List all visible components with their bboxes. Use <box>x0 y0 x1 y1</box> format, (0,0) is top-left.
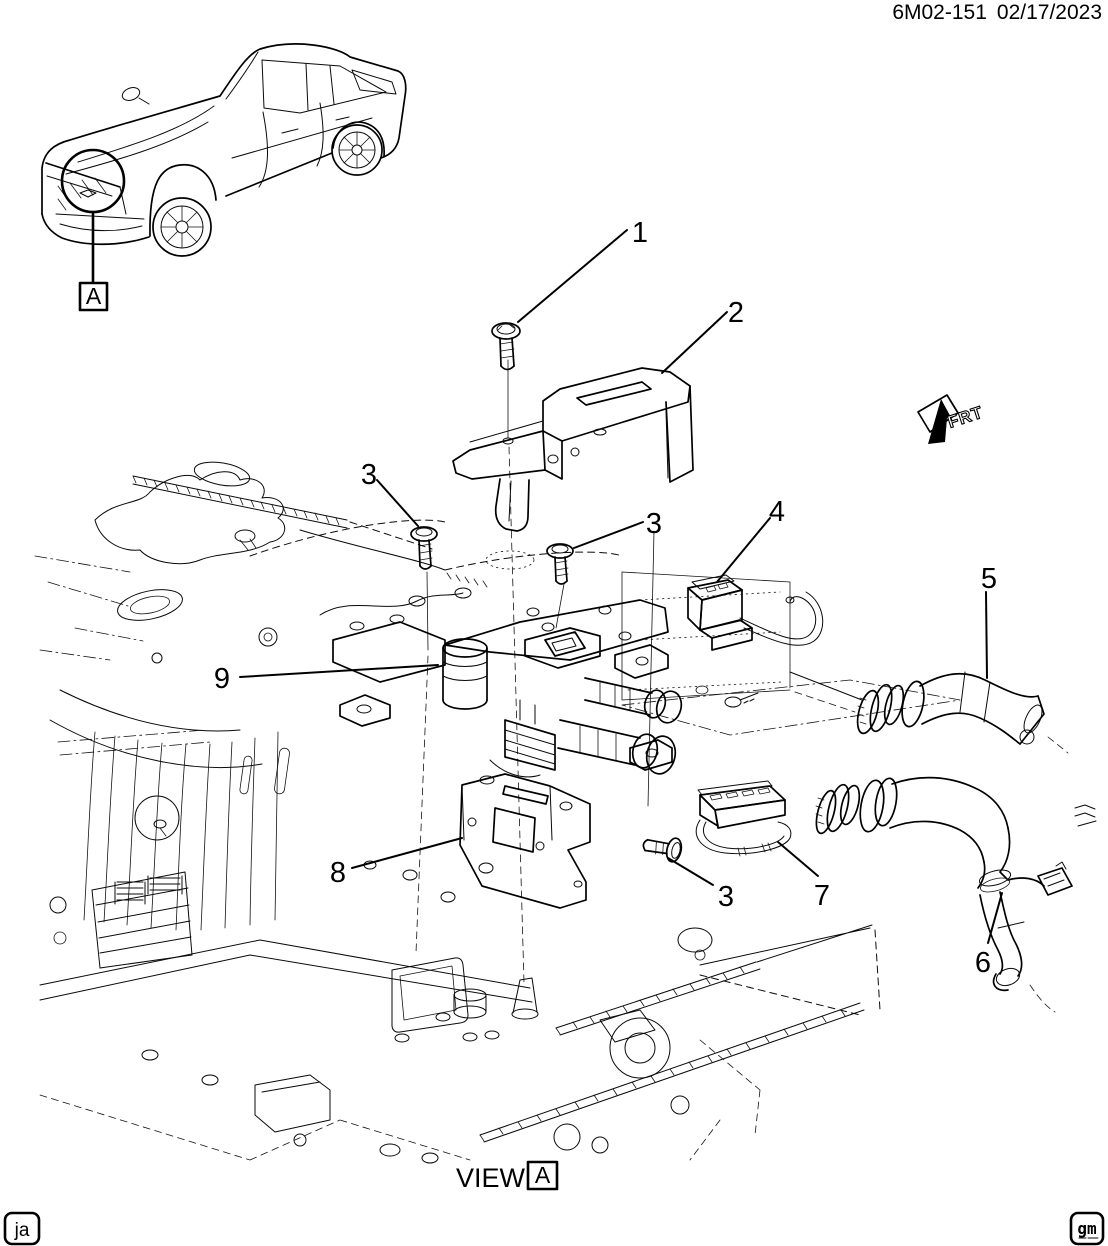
part-1-bolt <box>491 322 521 371</box>
part-9-valve-assembly <box>332 599 683 778</box>
part-4-connector <box>687 574 824 651</box>
view-letter: A <box>535 1162 551 1188</box>
part-5-hose <box>856 671 1045 745</box>
callouts: 1 2 3 3 3 4 5 6 7 8 9 <box>214 217 1003 979</box>
doc-date: 02/17/2023 <box>997 1 1102 24</box>
callout-5: 5 <box>981 563 997 595</box>
callout-3b: 3 <box>646 508 662 540</box>
callout-8: 8 <box>330 857 346 889</box>
part-7-connector <box>695 780 792 857</box>
footer-right-box <box>1069 1211 1105 1246</box>
callout-6: 6 <box>975 947 991 979</box>
callout-4: 4 <box>769 496 785 528</box>
part-6-hose <box>815 776 1073 992</box>
part-8-lower-bracket <box>459 773 591 909</box>
rear-wheel <box>331 124 383 176</box>
part-2-upper-bracket <box>452 367 694 532</box>
footer-left-mark: ja <box>14 1220 30 1241</box>
doc-number: 6M02-151 <box>892 1 987 24</box>
detail-letter-box <box>78 281 109 312</box>
callout-1: 1 <box>632 217 648 249</box>
vehicle-inset: A <box>41 43 407 312</box>
document-header: 6M02-151 02/17/2023 <box>892 1 1102 24</box>
front-wheel <box>152 197 212 257</box>
view-letter-box <box>526 1160 559 1191</box>
part-3-screw-left <box>410 526 438 570</box>
callout-2: 2 <box>728 297 744 329</box>
callout-3c: 3 <box>718 881 734 913</box>
drive-unit-background <box>34 359 1097 1164</box>
detail-letter: A <box>86 283 102 309</box>
frt-direction-indicator: FRT <box>917 394 986 444</box>
view-label: VIEW A <box>456 1160 559 1193</box>
part-3-screw-lower <box>642 837 683 863</box>
hose-sensor-plug <box>1037 867 1073 896</box>
callout-9: 9 <box>214 663 230 695</box>
callout-7: 7 <box>814 880 830 912</box>
detail-circle <box>60 148 126 214</box>
callout-3a: 3 <box>361 459 377 491</box>
footer-marks: ja gm <box>3 1211 1105 1246</box>
view-label-text: VIEW <box>456 1163 526 1193</box>
gm-logo: gm <box>1077 1219 1097 1238</box>
part-3-screw-center <box>546 543 574 585</box>
frt-arrow-icon <box>928 399 953 444</box>
footer-left-box <box>3 1211 41 1246</box>
